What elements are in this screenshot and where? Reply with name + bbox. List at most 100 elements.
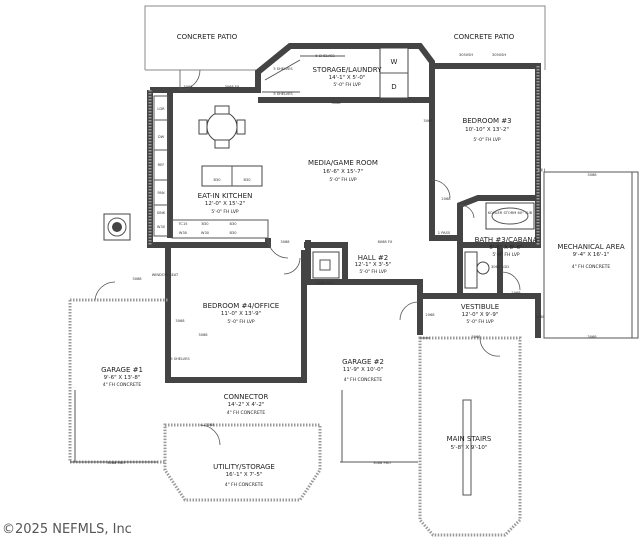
tag-door-d: 2068: [441, 197, 451, 201]
tag-fx-d: 3050SH: [492, 53, 506, 57]
tag-window-seat: WINDOW SEAT: [152, 273, 179, 277]
label-hall2: HALL #2: [358, 254, 388, 262]
floor-garage1: 4" FH CONCRETE: [103, 382, 142, 388]
dims-connector: 14'-2" X 4'-2": [228, 402, 265, 408]
tag-shelves-a: 5 SHELVES: [315, 54, 335, 58]
tag-k-d: PAN: [157, 191, 164, 195]
tag-k-g: TC15: [177, 222, 187, 226]
label-bedroom4: BEDROOM #4/OFFICE: [203, 302, 279, 310]
dims-mechanical: 9'-4" X 16'-1": [573, 252, 610, 258]
tag-k-m: W30: [157, 225, 166, 229]
floor-connector: 4" FH CONCRETE: [227, 410, 266, 416]
tag-door-a: 3068: [183, 85, 193, 89]
tag-fx-g: 3068: [587, 335, 597, 339]
floor-kitchen: 5'-0" FH LVP: [211, 209, 239, 215]
dims-garage1: 9'-6" X 13'-8": [104, 375, 141, 381]
tag-shelves-c: 5 SHELVES: [273, 92, 293, 96]
tag-k-b: DW: [158, 135, 165, 139]
label-storage-laundry: STORAGE/LAUNDRY: [313, 66, 383, 74]
tag-door-e: 2068: [511, 291, 521, 295]
label-utility: UTILITY/STORAGE: [213, 463, 275, 471]
tag-fx-l: 1 PASS: [438, 231, 451, 235]
dims-media: 16'-6" X 15'-7": [323, 169, 363, 175]
label-main-stairs: MAIN STAIRS: [447, 435, 492, 443]
tag-shelves-b: 5 SHELVES: [273, 67, 293, 71]
tag-fx-c: 3050SH: [459, 53, 473, 57]
tag-k-i: W30: [179, 231, 188, 235]
floor-bedroom3: 5'-0" FH LVP: [473, 137, 501, 143]
tag-fx-j: 3068 FBO: [373, 461, 391, 465]
copyright-text: ©2025 NEFMLS, Inc: [2, 522, 132, 537]
floor-utility: 4" FH CONCRETE: [225, 482, 264, 488]
tag-door-c: 3068: [280, 240, 290, 244]
tag-k-k: B30: [229, 231, 237, 235]
tag-fx-e: 3068: [423, 119, 433, 123]
tag-slider-b: 6068 FX: [378, 240, 393, 244]
bathtub: [485, 202, 535, 230]
dims-vestibule: 12'-0" X 9'-9": [462, 312, 499, 318]
tag-k-c: REF: [158, 163, 165, 167]
lower-zone-outline: [70, 336, 522, 537]
tag-k-l: SINK: [157, 211, 166, 215]
washer-dryer: [379, 47, 409, 99]
tag-door-b: 3068: [331, 101, 341, 105]
label-patio-right: CONCRETE PATIO: [454, 33, 515, 41]
dims-storage-laundry: 14'-1" X 5'-0": [329, 75, 366, 81]
tag-tub: KOHLER STORM 60" TUB: [488, 211, 533, 215]
tag-dryer: D: [391, 83, 396, 91]
floor-bedroom4: 5'-0" FH LVP: [227, 319, 255, 325]
dims-main-stairs: 5'-8" X 9'-10": [451, 445, 488, 451]
label-media: MEDIA/GAME ROOM: [308, 159, 378, 167]
tag-fx-m: 3068 SGD: [491, 265, 509, 269]
tag-washer: W: [391, 58, 398, 66]
label-kitchen: EAT-IN KITCHEN: [198, 192, 253, 200]
tag-k-a: LDR: [157, 107, 165, 111]
tag-k-n: B30: [229, 222, 237, 226]
floor-hall2: 5'-0" FH LVP: [359, 269, 387, 275]
tag-fx-i: 3068 FBO: [107, 461, 125, 465]
label-bedroom3: BEDROOM #3: [462, 117, 511, 125]
floor-media: 5'-0" FH LVP: [329, 177, 357, 183]
hall-fireplace: [312, 251, 340, 279]
dims-utility: 16'-1" X 7'-5": [226, 472, 263, 478]
dims-kitchen: 12'-0" X 15'-2": [205, 201, 245, 207]
kitchen-counters: [153, 95, 269, 239]
label-patio-left: CONCRETE PATIO: [177, 33, 238, 41]
room-labels: CONCRETE PATIO CONCRETE PATIO STORAGE/LA…: [101, 33, 625, 488]
tag-shelves-d: 5 SHELVES: [170, 357, 190, 361]
storage-shelves: [262, 55, 345, 93]
label-garage2: GARAGE #2: [342, 358, 384, 366]
dims-bedroom3: 10'-10" X 13'-2": [465, 127, 509, 133]
tag-labels: 3068 3068 FX 3068 3068 6068 FX 2068 1 PA…: [107, 53, 597, 465]
tag-fx-k: 2468 FBO: [316, 281, 334, 285]
main-walls: [147, 43, 541, 383]
tag-door-i: 3068: [198, 333, 208, 337]
label-bath3: BATH #3/CABANA: [475, 236, 538, 244]
tag-k-h: B30: [201, 222, 209, 226]
door-swings: [94, 69, 521, 446]
tag-door-h: 3068: [205, 423, 215, 427]
tag-k-j: W30: [201, 231, 210, 235]
tag-fx-n: 3068: [175, 319, 185, 323]
label-mechanical: MECHANICAL AREA: [557, 243, 625, 251]
dims-bath3: 5'-6" X 8'-6": [489, 245, 522, 251]
dims-garage2: 11'-9" X 10'-0": [343, 367, 383, 373]
floor-bath3: 5'-0" FH LVP: [492, 252, 520, 258]
patio-outline: [144, 5, 546, 70]
dims-hall2: 12'-1" X 3'-5": [355, 262, 392, 268]
dining-table: [198, 105, 246, 149]
tag-fx-f: 3068: [587, 173, 597, 177]
bath-fixtures: [464, 251, 490, 289]
floor-vestibule: 5'-0" FH LVP: [466, 319, 494, 325]
tag-door-g: 3068: [535, 315, 545, 319]
tag-door-j: 3068: [132, 277, 142, 281]
floor-mechanical: 4" FH CONCRETE: [572, 264, 611, 270]
label-vestibule: VESTIBULE: [461, 303, 499, 311]
tag-k-f: B30: [243, 178, 251, 182]
label-connector: CONNECTOR: [224, 393, 269, 401]
floor-storage-laundry: 5'-0" FH LVP: [333, 82, 361, 88]
tag-fx-h: 3068: [471, 335, 481, 339]
dims-bedroom4: 11'-0" X 13'-9": [221, 311, 261, 317]
